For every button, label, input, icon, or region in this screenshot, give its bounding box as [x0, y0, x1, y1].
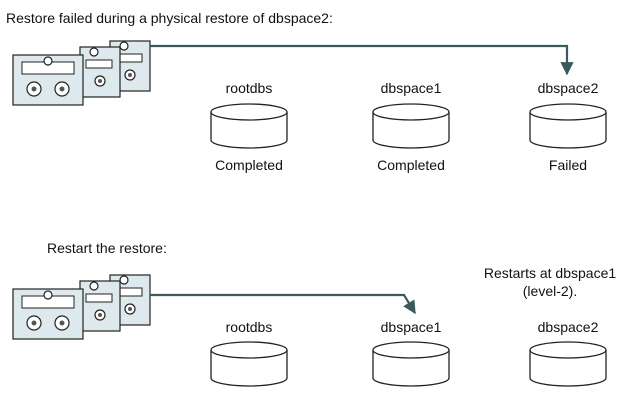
restore-arrow-2	[150, 293, 416, 315]
tape-stack-icon-1	[12, 40, 151, 106]
restart-note: Restarts at dbspace1 (level-2).	[480, 264, 620, 300]
disk-icon-dbspace1-1	[372, 103, 450, 149]
section1-heading: Restore failed during a physical restore…	[6, 10, 333, 26]
disk-icon-dbspace1-2	[372, 341, 450, 387]
section2-heading: Restart the restore:	[47, 240, 167, 256]
disk-label-dbspace1-2: dbspace1	[380, 319, 442, 335]
restore-arrow-1	[150, 44, 574, 76]
disk-icon-rootdbs-2	[210, 341, 288, 387]
disk-status-dbspace2-1: Failed	[548, 157, 588, 173]
tape-stack-icon-2	[12, 274, 151, 340]
disk-icon-dbspace2-2	[529, 341, 607, 387]
disk-status-rootdbs-1: Completed	[215, 157, 283, 173]
disk-label-rootdbs-2: rootdbs	[225, 319, 273, 335]
disk-icon-dbspace2-1	[529, 103, 607, 149]
restart-note-line2: (level-2).	[522, 283, 578, 299]
restart-note-line1: Restarts at dbspace1	[483, 265, 617, 281]
disk-icon-rootdbs-1	[210, 103, 288, 149]
disk-label-dbspace2-2: dbspace2	[537, 319, 599, 335]
disk-label-dbspace1-1: dbspace1	[380, 80, 442, 96]
disk-status-dbspace1-1: Completed	[377, 157, 445, 173]
disk-label-dbspace2-1: dbspace2	[537, 80, 599, 96]
disk-label-rootdbs-1: rootdbs	[225, 80, 273, 96]
